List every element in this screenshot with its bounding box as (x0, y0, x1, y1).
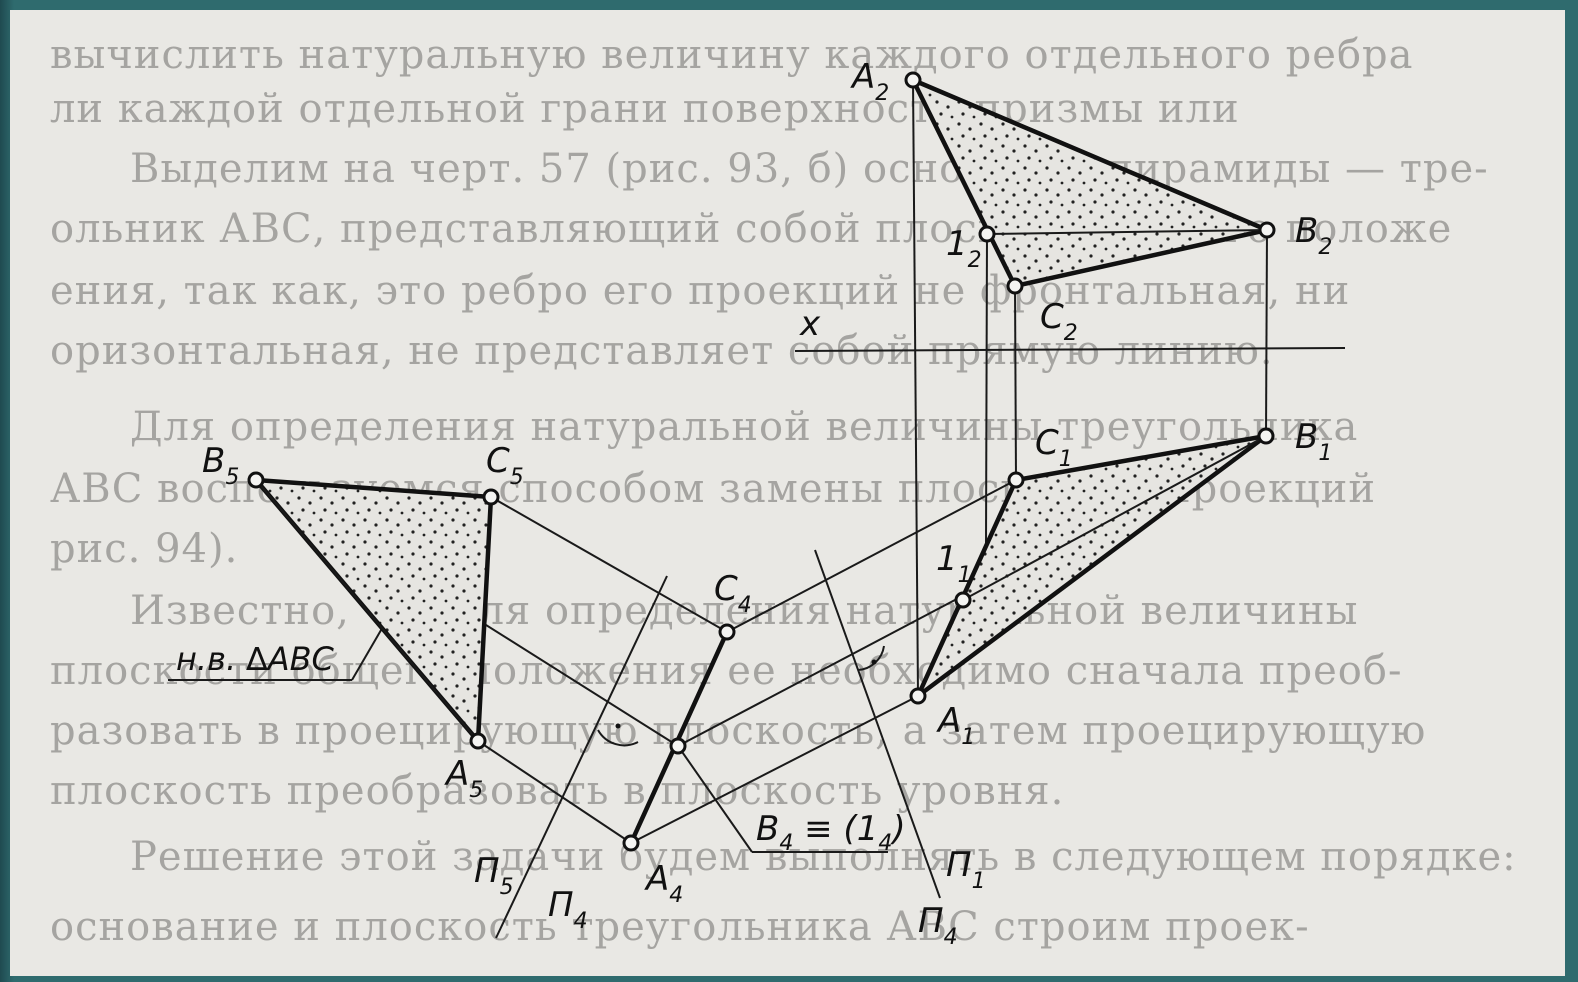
label-P4-left: П4 (548, 885, 588, 934)
label-P1: П1 (946, 845, 986, 894)
label-C1: C1 (1035, 423, 1073, 472)
label-C2: C2 (1040, 297, 1078, 346)
link-C4-C5 (490, 496, 728, 633)
point-B4 (669, 737, 687, 755)
bg-line: Известно, что для определения натурально… (130, 588, 1358, 634)
label-true-size: н.в. ∆ABC (176, 640, 335, 678)
label-B2: B2 (1295, 211, 1332, 260)
label-B4-coincident: B4 ≡ (14) (756, 809, 906, 856)
points (247, 71, 1276, 852)
bg-line: оризонтальная, не представляет собой пря… (50, 328, 1274, 374)
point-C4 (718, 623, 736, 641)
bg-line: плоскости общего положения ее необходимо… (50, 648, 1402, 694)
label-A2: A2 (850, 57, 889, 106)
point-C1 (1007, 471, 1025, 489)
bg-line: ли каждой отдельной грани поверхности пр… (50, 86, 1240, 132)
edge-view-C4-A4 (628, 631, 730, 844)
right-angle-dot-2 (615, 723, 621, 729)
axis-P1-P4 (814, 549, 941, 899)
label-A5: A5 (444, 754, 483, 803)
label-12: 12 (946, 224, 982, 273)
label-B5: B5 (202, 441, 239, 490)
point-A4 (622, 834, 640, 852)
label-B1: B1 (1295, 417, 1332, 466)
bg-line: рис. 94). (50, 526, 238, 572)
label-A1: A1 (936, 701, 975, 750)
line-B5-A5-overlay (255, 479, 479, 742)
point-A1 (909, 687, 927, 705)
link-C1-C4 (726, 479, 1017, 633)
point-12 (978, 225, 996, 243)
axis-P4-P5 (495, 575, 668, 939)
point-C5 (482, 488, 500, 506)
label-11: 11 (936, 539, 972, 588)
label-P4-right: П4 (918, 901, 958, 950)
labels: A2 B2 C2 12 x B1 C1 A1 11 B5 C5 A5 C4 A4… (176, 57, 1332, 950)
point-A5 (469, 732, 487, 750)
leader-line-B4 (677, 745, 753, 853)
link-C2-C1 (1014, 285, 1017, 481)
bg-line: Решение этой задачи будем выполнять в сл… (130, 834, 1517, 880)
scanned-textbook-page: вычислить натуральную величину каждого о… (10, 10, 1565, 976)
bg-line: вычислить натуральную величину каждого о… (50, 32, 1414, 78)
triangle-horizontal-projection (915, 433, 1269, 699)
point-11 (954, 591, 972, 609)
bg-line: Для определения натуральной величины тре… (130, 404, 1358, 450)
level-line-12-B2-overlay (986, 229, 1268, 235)
label-P5: П5 (474, 851, 514, 900)
x-axis-line (794, 347, 1346, 352)
bg-line: Выделим на черт. 57 (рис. 93, б) основан… (130, 146, 1489, 192)
line-11-B1-overlay (962, 435, 1267, 601)
label-C5: C5 (486, 441, 524, 490)
link-A2-A1 (912, 79, 919, 697)
point-B2 (1258, 221, 1276, 239)
link-A4-A5 (477, 740, 632, 844)
link-12-11 (985, 233, 988, 545)
point-B1 (1257, 427, 1275, 445)
link-B2-B1 (1265, 229, 1268, 437)
bg-line: ения, так как, это ребро его проекций не… (50, 268, 1350, 314)
right-angle-mark-2 (597, 729, 639, 747)
point-C2 (1006, 277, 1024, 295)
point-A2 (904, 71, 922, 89)
bg-line: плоскость преобразовать в плоскость уров… (50, 768, 1064, 814)
projection-diagram: вычислить натуральную величину каждого о… (50, 32, 1517, 950)
label-C4: C4 (714, 569, 752, 618)
link-A1-A4 (630, 695, 919, 844)
label-x-axis: x (799, 304, 821, 344)
right-angle-dot-1 (871, 659, 877, 665)
bg-line: основание и плоскость треугольника АВС с… (50, 904, 1310, 950)
point-B5 (247, 471, 265, 489)
label-A4: A4 (644, 859, 683, 908)
